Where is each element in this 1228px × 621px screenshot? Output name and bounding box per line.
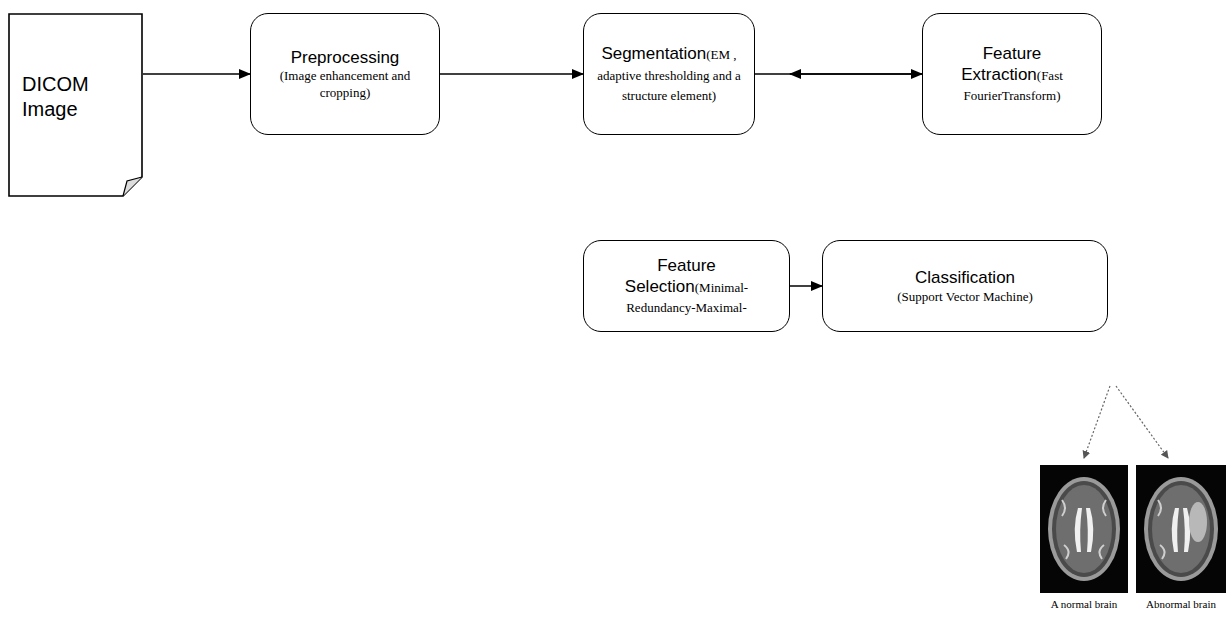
process-box: Feature Selection(Minimal- Redundancy-Ma… [583, 240, 790, 332]
leader-line [1084, 386, 1110, 458]
text-group: Feature Selection(Minimal- Redundancy-Ma… [594, 255, 779, 318]
node-title: Preprocessing [261, 47, 429, 68]
flow-arrow [790, 73, 922, 75]
node-detail: (Support Vector Machine) [897, 289, 1033, 305]
process-box: Classification(Support Vector Machine) [822, 240, 1108, 332]
node-title: Feature Extraction [961, 44, 1041, 84]
text-group: Segmentation(EM , adaptive thresholding … [594, 43, 744, 104]
image-caption: Abnormal brain [1145, 598, 1217, 610]
node-title: DICOM Image [22, 72, 129, 122]
process-box: Feature Extraction(Fast FourierTransform… [922, 13, 1102, 135]
text-group: Classification(Support Vector Machine) [897, 267, 1033, 305]
flow-arrow [755, 73, 922, 75]
flow-arrow [143, 73, 250, 75]
document-node: DICOM Image [8, 13, 143, 197]
text-group: DICOM Image [22, 72, 129, 122]
flow-arrow [790, 285, 822, 287]
process-box: Preprocessing(Image enhancement and crop… [250, 13, 440, 135]
abnormal-brain-image [1136, 465, 1226, 593]
process-box: Segmentation(EM , adaptive thresholding … [583, 13, 755, 135]
image-caption: A normal brain [1050, 598, 1119, 610]
flow-arrow [440, 73, 583, 75]
text-group: Feature Extraction(Fast FourierTransform… [933, 43, 1091, 106]
node-title: Segmentation [601, 44, 706, 63]
node-detail: (Image enhancement and cropping) [261, 68, 429, 101]
leader-line [1116, 386, 1168, 458]
normal-brain-image [1040, 465, 1128, 593]
text-group: Preprocessing(Image enhancement and crop… [261, 47, 429, 101]
node-title: Classification [897, 267, 1033, 288]
